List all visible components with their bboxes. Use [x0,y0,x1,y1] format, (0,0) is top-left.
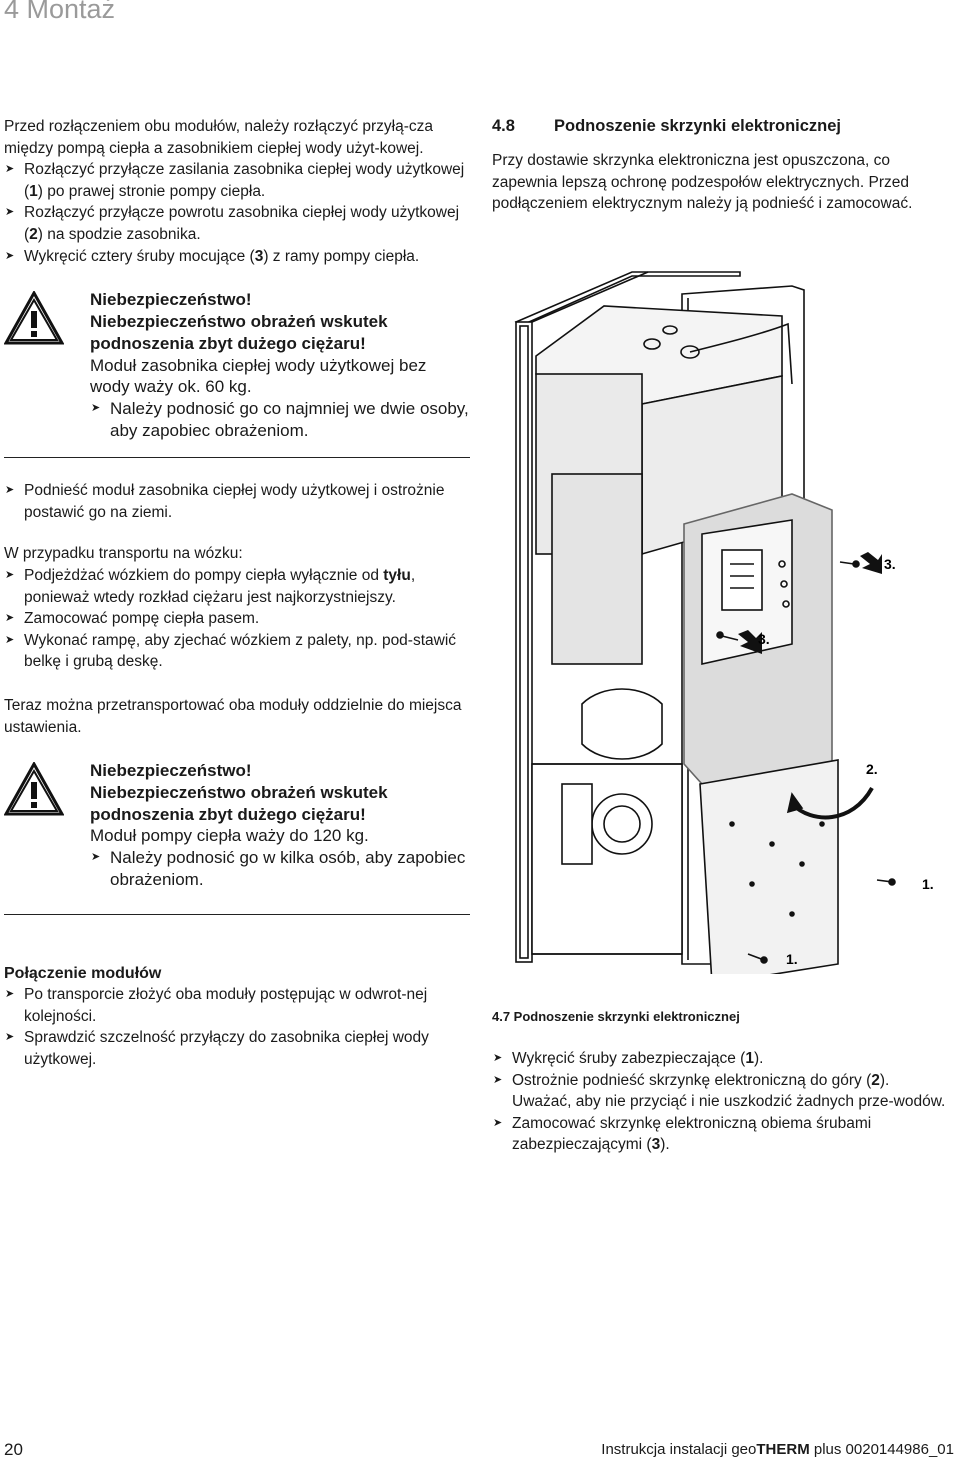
figure-label-1: 1. [922,876,934,892]
arrow-icon: ➤ [5,1031,15,1044]
connect-heading: Połączenie modułów [4,965,162,983]
section-heading: 4.8 Podnoszenie skrzynki elektronicznej [492,116,952,136]
heat-pump-electronics-box-illustration: 3. 3. 2. 1. 1. [514,271,934,974]
chapter-title: 4 Montaż [4,0,116,24]
warning-title: Niebezpieczeństwo! [90,761,252,781]
list-item: ➤Wykręcić śruby zabezpieczające (1). [492,1048,952,1070]
arrow-icon: ➤ [5,568,15,581]
list-item: ➤Podjeżdżać wózkiem do pompy ciepła wyłą… [5,566,416,606]
left-column: Przed rozłączeniem obu modułów, należy r… [4,116,470,1070]
figure-caption: 4.7 Podnoszenie skrzynki elektronicznej [492,1009,740,1024]
right-column: 4.8 Podnoszenie skrzynki elektronicznej P… [492,116,952,215]
warning-subtitle: Niebezpieczeństwo obrażeń wskutek podnos… [90,782,388,824]
arrow-icon: ➤ [91,402,101,415]
electronics-box-steps: ➤Wykręcić śruby zabezpieczające (1). ➤Os… [492,1048,952,1156]
section-title: Podnoszenie skrzynki elektronicznej [554,117,842,135]
arrow-icon: ➤ [5,206,15,219]
document-reference: Instrukcja instalacji geoTHERM plus 0020… [601,1441,954,1458]
intro-paragraph: Przed rozłączeniem obu modułów, należy r… [4,118,434,157]
danger-warning-box: Niebezpieczeństwo! Niebezpieczeństwo obr… [4,760,470,916]
list-item: ➤Wykonać rampę, aby zjechać wózkiem z pa… [5,631,457,671]
arrow-icon: ➤ [5,484,15,497]
list-item: ➤Zamocować skrzynkę elektroniczną obiema… [493,1114,872,1154]
figure-label-1: 1. [786,951,798,967]
warning-action: ➤Należy podnosić go co najmniej we dwie … [91,399,469,440]
figure-label-3: 3. [758,631,770,647]
transport-intro: W przypadku transportu na wózku: [4,545,243,563]
figure-label-3: 3. [884,556,896,572]
warning-text: Niebezpieczeństwo! Niebezpieczeństwo obr… [90,289,470,442]
list-item: ➤Sprawdzić szczelność przyłączy do zasob… [5,1029,429,1068]
arrow-icon: ➤ [493,1073,503,1086]
arrow-icon: ➤ [5,612,15,625]
arrow-icon: ➤ [91,851,101,864]
list-item: ➤Podnieść moduł zasobnika ciepłej wody u… [5,482,445,521]
list-item: ➤Rozłączyć przyłącze powrotu zasobnika c… [5,204,460,243]
list-item: ➤Rozłączyć przyłącze zasilania zasobnika… [5,161,465,200]
warning-text: Niebezpieczeństwo! Niebezpieczeństwo obr… [90,760,470,891]
list-item: ➤Zamocować pompę ciepła pasem. [4,608,470,630]
warning-subtitle: Niebezpieczeństwo obrażeń wskutek podnos… [90,311,388,353]
arrow-icon: ➤ [5,988,15,1001]
warning-triangle-icon [4,291,64,345]
disconnect-steps: ➤Rozłączyć przyłącze zasilania zasobnika… [4,159,470,267]
section-number: 4.8 [492,117,515,135]
connect-steps: ➤Po transporcie złożyć oba moduły postęp… [4,984,470,1070]
warning-body: Moduł zasobnika ciepłej wody użytkowej b… [90,355,427,397]
lift-step-list: ➤Podnieść moduł zasobnika ciepłej wody u… [4,480,470,523]
section-intro: Przy dostawie skrzynka elektroniczna jes… [492,152,913,213]
danger-warning-box: Niebezpieczeństwo! Niebezpieczeństwo obr… [4,289,470,459]
page-number: 20 [4,1440,23,1459]
warning-body: Moduł pompy ciepła waży do 120 kg. [90,826,369,846]
arrow-icon: ➤ [5,249,15,262]
arrow-icon: ➤ [5,163,15,176]
transport-steps: ➤Podjeżdżać wózkiem do pompy ciepła wyłą… [4,565,470,673]
arrow-icon: ➤ [5,633,15,646]
list-item: ➤Po transporcie złożyć oba moduły postęp… [5,986,428,1025]
list-item: ➤Ostrożnie podnieść skrzynkę elektronicz… [493,1071,946,1111]
transport-note: Teraz można przetransportować oba moduły… [4,696,462,736]
arrow-icon: ➤ [493,1052,503,1064]
list-item: ➤Wykręcić cztery śruby mocujące (3) z ra… [4,246,470,268]
arrow-icon: ➤ [493,1116,503,1129]
warning-action: ➤Należy podnosić go w kilka osób, aby za… [91,848,466,890]
warning-triangle-icon [4,762,64,816]
figure-label-2: 2. [866,761,878,777]
brand-name: THERM [756,1441,810,1458]
warning-title: Niebezpieczeństwo! [90,290,252,310]
